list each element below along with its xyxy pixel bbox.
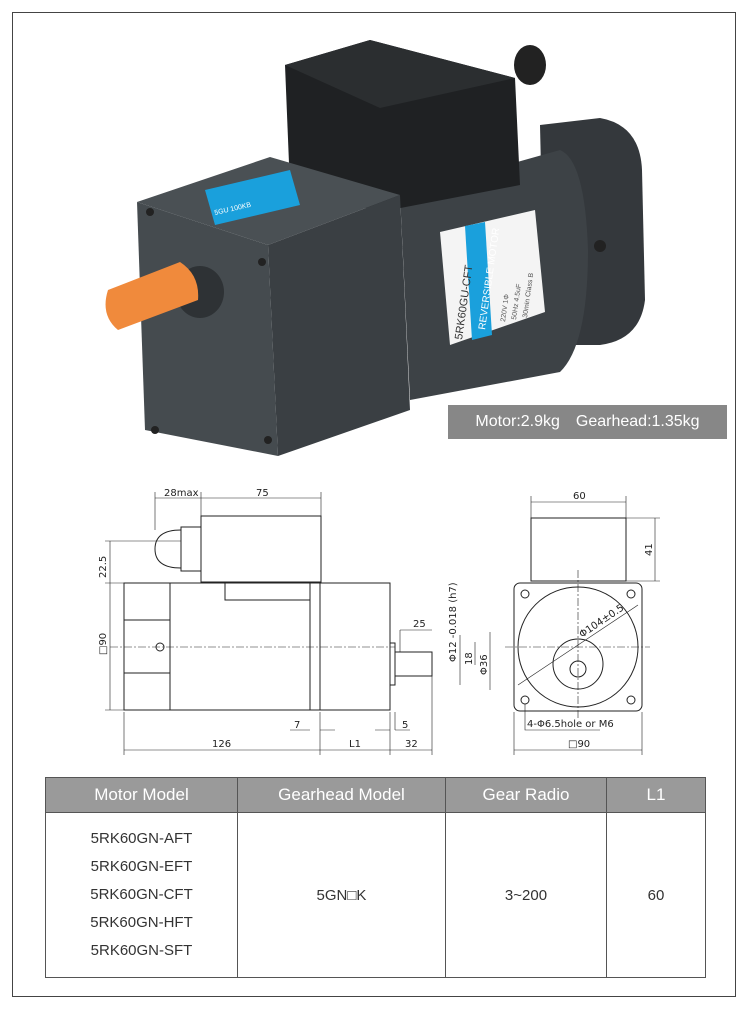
table-header-row: Motor Model Gearhead Model Gear Radio L1 (45, 777, 706, 813)
header-motor-model: Motor Model (45, 777, 238, 813)
motor-models-cell: 5RK60GN-AFT 5RK60GN-EFT 5RK60GN-CFT 5RK6… (45, 812, 238, 978)
dim-18: 18 (464, 652, 475, 665)
gearhead-label (205, 170, 300, 225)
dim-32: 32 (405, 739, 418, 750)
screw-icon (594, 240, 606, 252)
front-view (505, 496, 660, 755)
dim-holes: 4-Φ6.5hole or M6 (527, 719, 614, 730)
motor-weight: Motor:2.9kg (475, 413, 560, 430)
l1-cell: 60 (606, 812, 706, 978)
header-l1: L1 (606, 777, 706, 813)
table-row: 5RK60GN-AFT 5RK60GN-EFT 5RK60GN-CFT 5RK6… (45, 812, 706, 978)
motor-photo: REVERSIBLE MOTOR 5RK60GU-CFT 220V 1Φ 50H… (105, 40, 645, 456)
dim-126: 126 (212, 739, 231, 750)
header-gear-ratio: Gear Radio (445, 777, 607, 813)
weight-badge: Motor:2.9kg Gearhead:1.35kg (448, 405, 727, 439)
dim-7: 7 (294, 720, 300, 731)
motor-model: 5RK60GN-CFT (90, 886, 193, 903)
dim-90-front: □90 (568, 739, 590, 750)
gearhead-weight: Gearhead:1.35kg (575, 413, 700, 430)
dim-28max: 28max (164, 488, 199, 499)
dim-41: 41 (644, 543, 655, 556)
header-gearhead-model: Gearhead Model (237, 777, 446, 813)
dim-L1: L1 (349, 739, 361, 750)
page-frame (12, 12, 736, 997)
dim-104: Φ104±0.5 (578, 603, 627, 641)
gear-ratio-cell: 3~200 (445, 812, 607, 978)
dim-22-5: 22.5 (98, 556, 109, 578)
motor-model: 5RK60GN-AFT (90, 830, 193, 847)
motor-model: 5RK60GN-EFT (90, 858, 193, 875)
spec-text: 50Hz 4.5uF (511, 283, 523, 320)
dim-75: 75 (256, 488, 269, 499)
gearbox-side (268, 195, 410, 456)
dimension-drawing: 28max 75 22.5 □90 25 Φ12 -0.018 (h7) 18 … (98, 488, 660, 755)
spec-text: 220V 1Φ (500, 293, 511, 322)
spec-table: Motor Model Gearhead Model Gear Radio L1… (45, 777, 706, 978)
dim-shaft: Φ12 -0.018 (h7) (448, 582, 459, 662)
dim-36: Φ36 (479, 654, 490, 675)
motor-model: 5RK60GN-SFT (90, 942, 193, 959)
dim-25: 25 (413, 619, 426, 630)
motor-model: 5RK60GN-HFT (90, 914, 193, 931)
side-view (105, 492, 491, 755)
dim-5: 5 (402, 720, 408, 731)
gearhead-model-cell: 5GN□K (237, 812, 446, 978)
cable-gland (514, 45, 546, 85)
dim-90: □90 (98, 633, 109, 655)
shaft-cap (105, 262, 199, 330)
dim-60: 60 (573, 491, 586, 502)
